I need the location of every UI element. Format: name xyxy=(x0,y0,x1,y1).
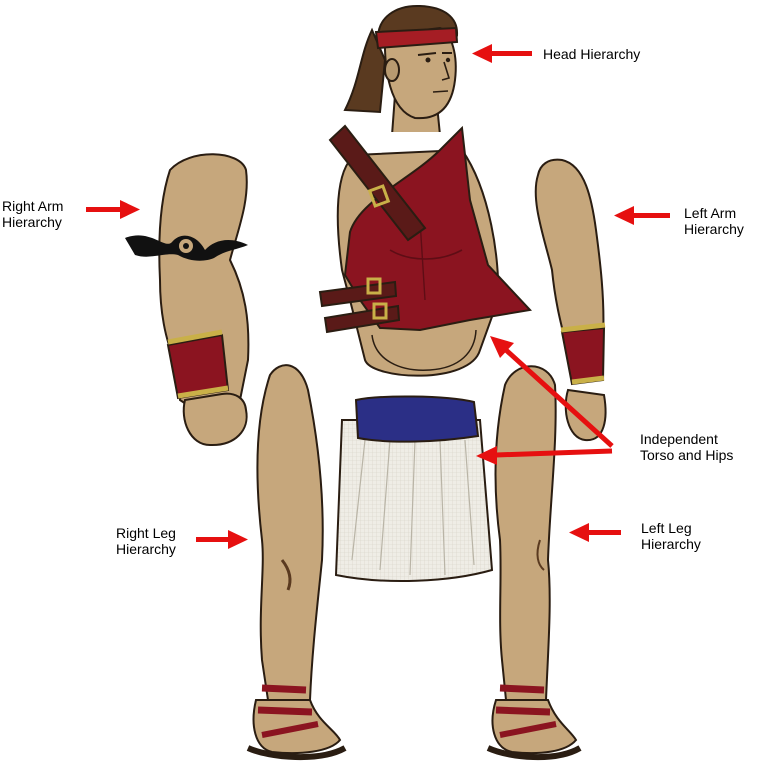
left-arm-arrow xyxy=(614,206,670,225)
head-part xyxy=(343,4,459,146)
left-leg-part xyxy=(486,365,582,760)
right-arm-arrow xyxy=(86,200,140,219)
right-arm-hierarchy-label: Right Arm Hierarchy xyxy=(2,198,64,230)
hips-part xyxy=(334,395,494,582)
left-leg-hierarchy-label: Left Leg Hierarchy xyxy=(641,520,701,552)
left-leg-arrow xyxy=(569,523,621,542)
right-arm-part xyxy=(125,153,250,447)
right-leg-part xyxy=(246,364,347,761)
torso-hips-label: Independent Torso and Hips xyxy=(640,431,734,463)
head-hierarchy-label: Head Hierarchy xyxy=(543,46,641,62)
torso-part xyxy=(318,124,533,377)
right-leg-hierarchy-label: Right Leg Hierarchy xyxy=(116,525,176,557)
head-arrow xyxy=(472,44,532,63)
tattoo-mark xyxy=(125,235,248,261)
left-arm-part xyxy=(534,158,607,442)
left-arm-hierarchy-label: Left Arm Hierarchy xyxy=(684,205,744,237)
torso-hips-arrows xyxy=(476,336,614,465)
right-leg-arrow xyxy=(196,530,248,549)
